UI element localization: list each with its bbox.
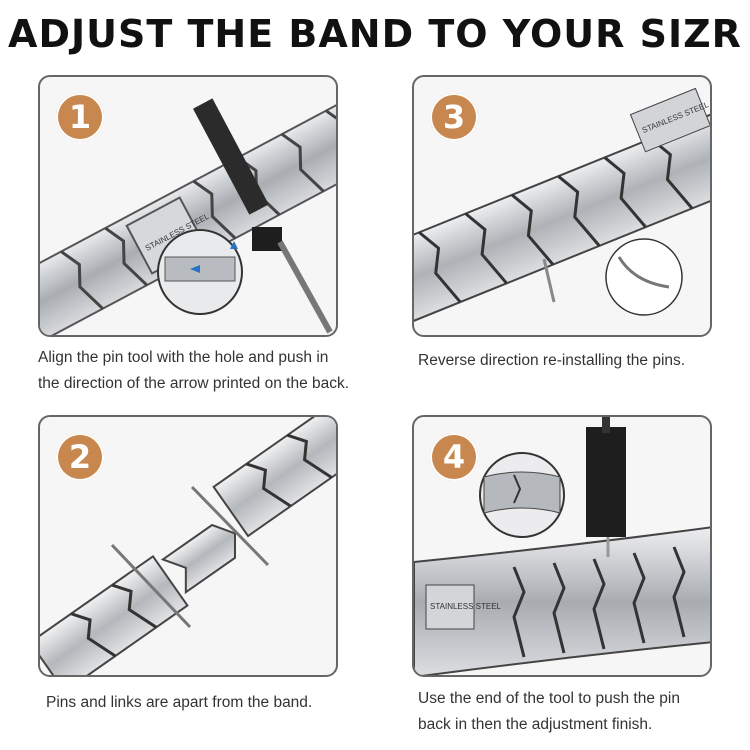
page-title: ADJUST THE BAND TO YOUR SIZR — [8, 12, 742, 56]
step-2-caption: Pins and links are apart from the band. — [46, 690, 312, 716]
step-4-caption-line1: Use the end of the tool to push the pin — [418, 690, 680, 707]
step-3-badge: 3 — [430, 93, 478, 141]
step-4-illustration: STAINLESS STEEL — [414, 417, 710, 675]
step-3-illustration: STAINLESS STEEL — [414, 87, 710, 331]
step-4-caption: Use the end of the tool to push the pin … — [418, 686, 680, 738]
step-1-illustration: STAINLESS STEEL — [40, 90, 336, 335]
step-1-caption-line2: the direction of the arrow printed on th… — [38, 375, 350, 392]
step-3-caption-line1: Reverse direction re-installing the pins… — [418, 352, 686, 369]
step-1-caption: Align the pin tool with the hole and pus… — [38, 345, 349, 397]
step-2-panel: 2 — [38, 415, 338, 677]
step-3-panel: STAINLESS STEEL 3 — [412, 75, 712, 337]
step-2-illustration — [40, 417, 336, 675]
step-3-caption: Reverse direction re-installing the pins… — [418, 348, 685, 374]
step-1-caption-line1: Align the pin tool with the hole and pus… — [38, 349, 329, 366]
step-1-badge: 1 — [56, 93, 104, 141]
step-2-badge: 2 — [56, 433, 104, 481]
engraving-text: STAINLESS STEEL — [430, 602, 502, 611]
step-4-panel: STAINLESS STEEL 4 — [412, 415, 712, 677]
step-4-badge: 4 — [430, 433, 478, 481]
step-4-caption-line2: back in then the adjustment finish. — [418, 716, 653, 733]
step-2-caption-line1: Pins and links are apart from the band. — [46, 694, 313, 711]
step-1-panel: STAINLESS STEEL 1 — [38, 75, 338, 337]
